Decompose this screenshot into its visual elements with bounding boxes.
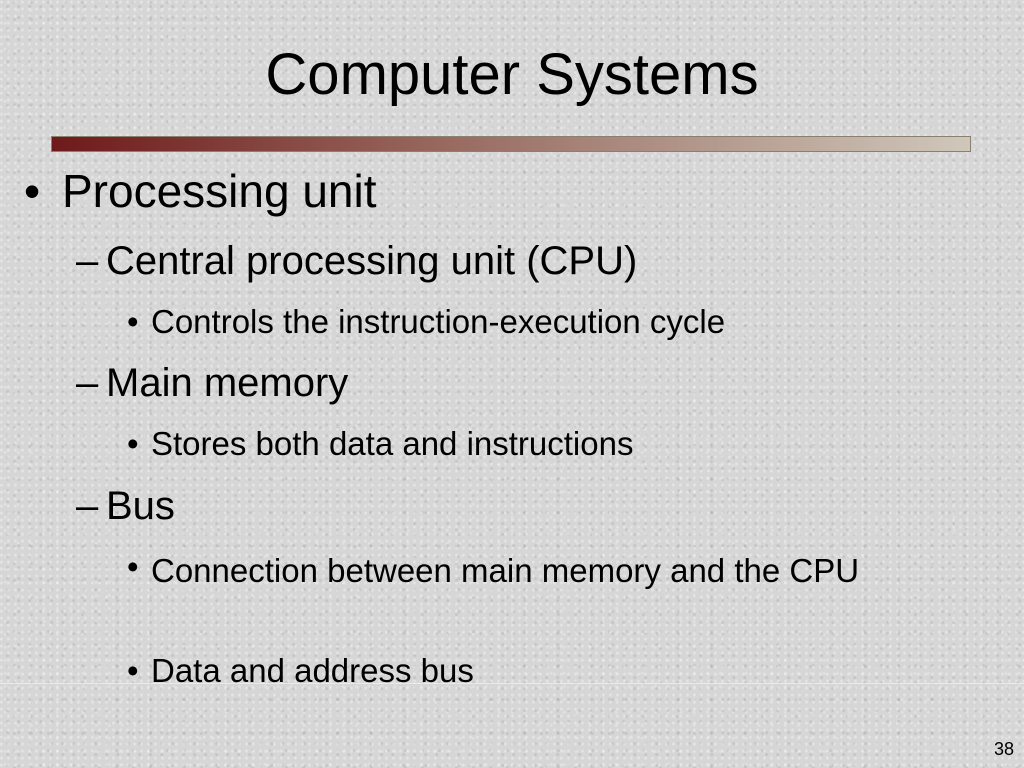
footer-divider [0, 683, 1024, 684]
dash-marker: – [76, 239, 99, 283]
bullet-text: Connection between main memory and the C… [151, 552, 860, 589]
slide-title: Computer Systems [265, 42, 759, 107]
dash-marker: – [76, 484, 99, 528]
bullet-marker: • [24, 165, 41, 217]
bullet-level1: • Processing unit [24, 164, 377, 218]
bullet-text: Bus [106, 484, 175, 528]
title-divider-bar [51, 136, 971, 152]
bullet-marker: • [127, 303, 139, 340]
bullet-level3: • Connection between main memory and the … [127, 548, 931, 594]
bullet-level2: –Bus [76, 483, 175, 529]
page-number: 38 [993, 739, 1014, 759]
bullet-text: Main memory [106, 361, 349, 405]
bullet-marker: • [127, 652, 139, 689]
bullet-level3: • Controls the instruction-execution cycl… [127, 303, 725, 341]
bullet-level3: • Data and address bus [127, 652, 474, 690]
bullet-text: Central processing unit (CPU) [106, 239, 638, 283]
bullet-marker: • [127, 548, 139, 585]
bullet-text: Controls the instruction-execution cycle [151, 303, 726, 340]
bullet-text: Stores both data and instructions [151, 425, 634, 462]
bullet-marker: • [127, 425, 139, 462]
bullet-level2: –Central processing unit (CPU) [76, 238, 637, 284]
bullet-text: Data and address bus [151, 652, 474, 689]
bullet-level3: • Stores both data and instructions [127, 425, 633, 463]
bullet-text: Processing unit [62, 165, 377, 217]
dash-marker: – [76, 361, 99, 405]
bullet-level2: –Main memory [76, 360, 348, 406]
